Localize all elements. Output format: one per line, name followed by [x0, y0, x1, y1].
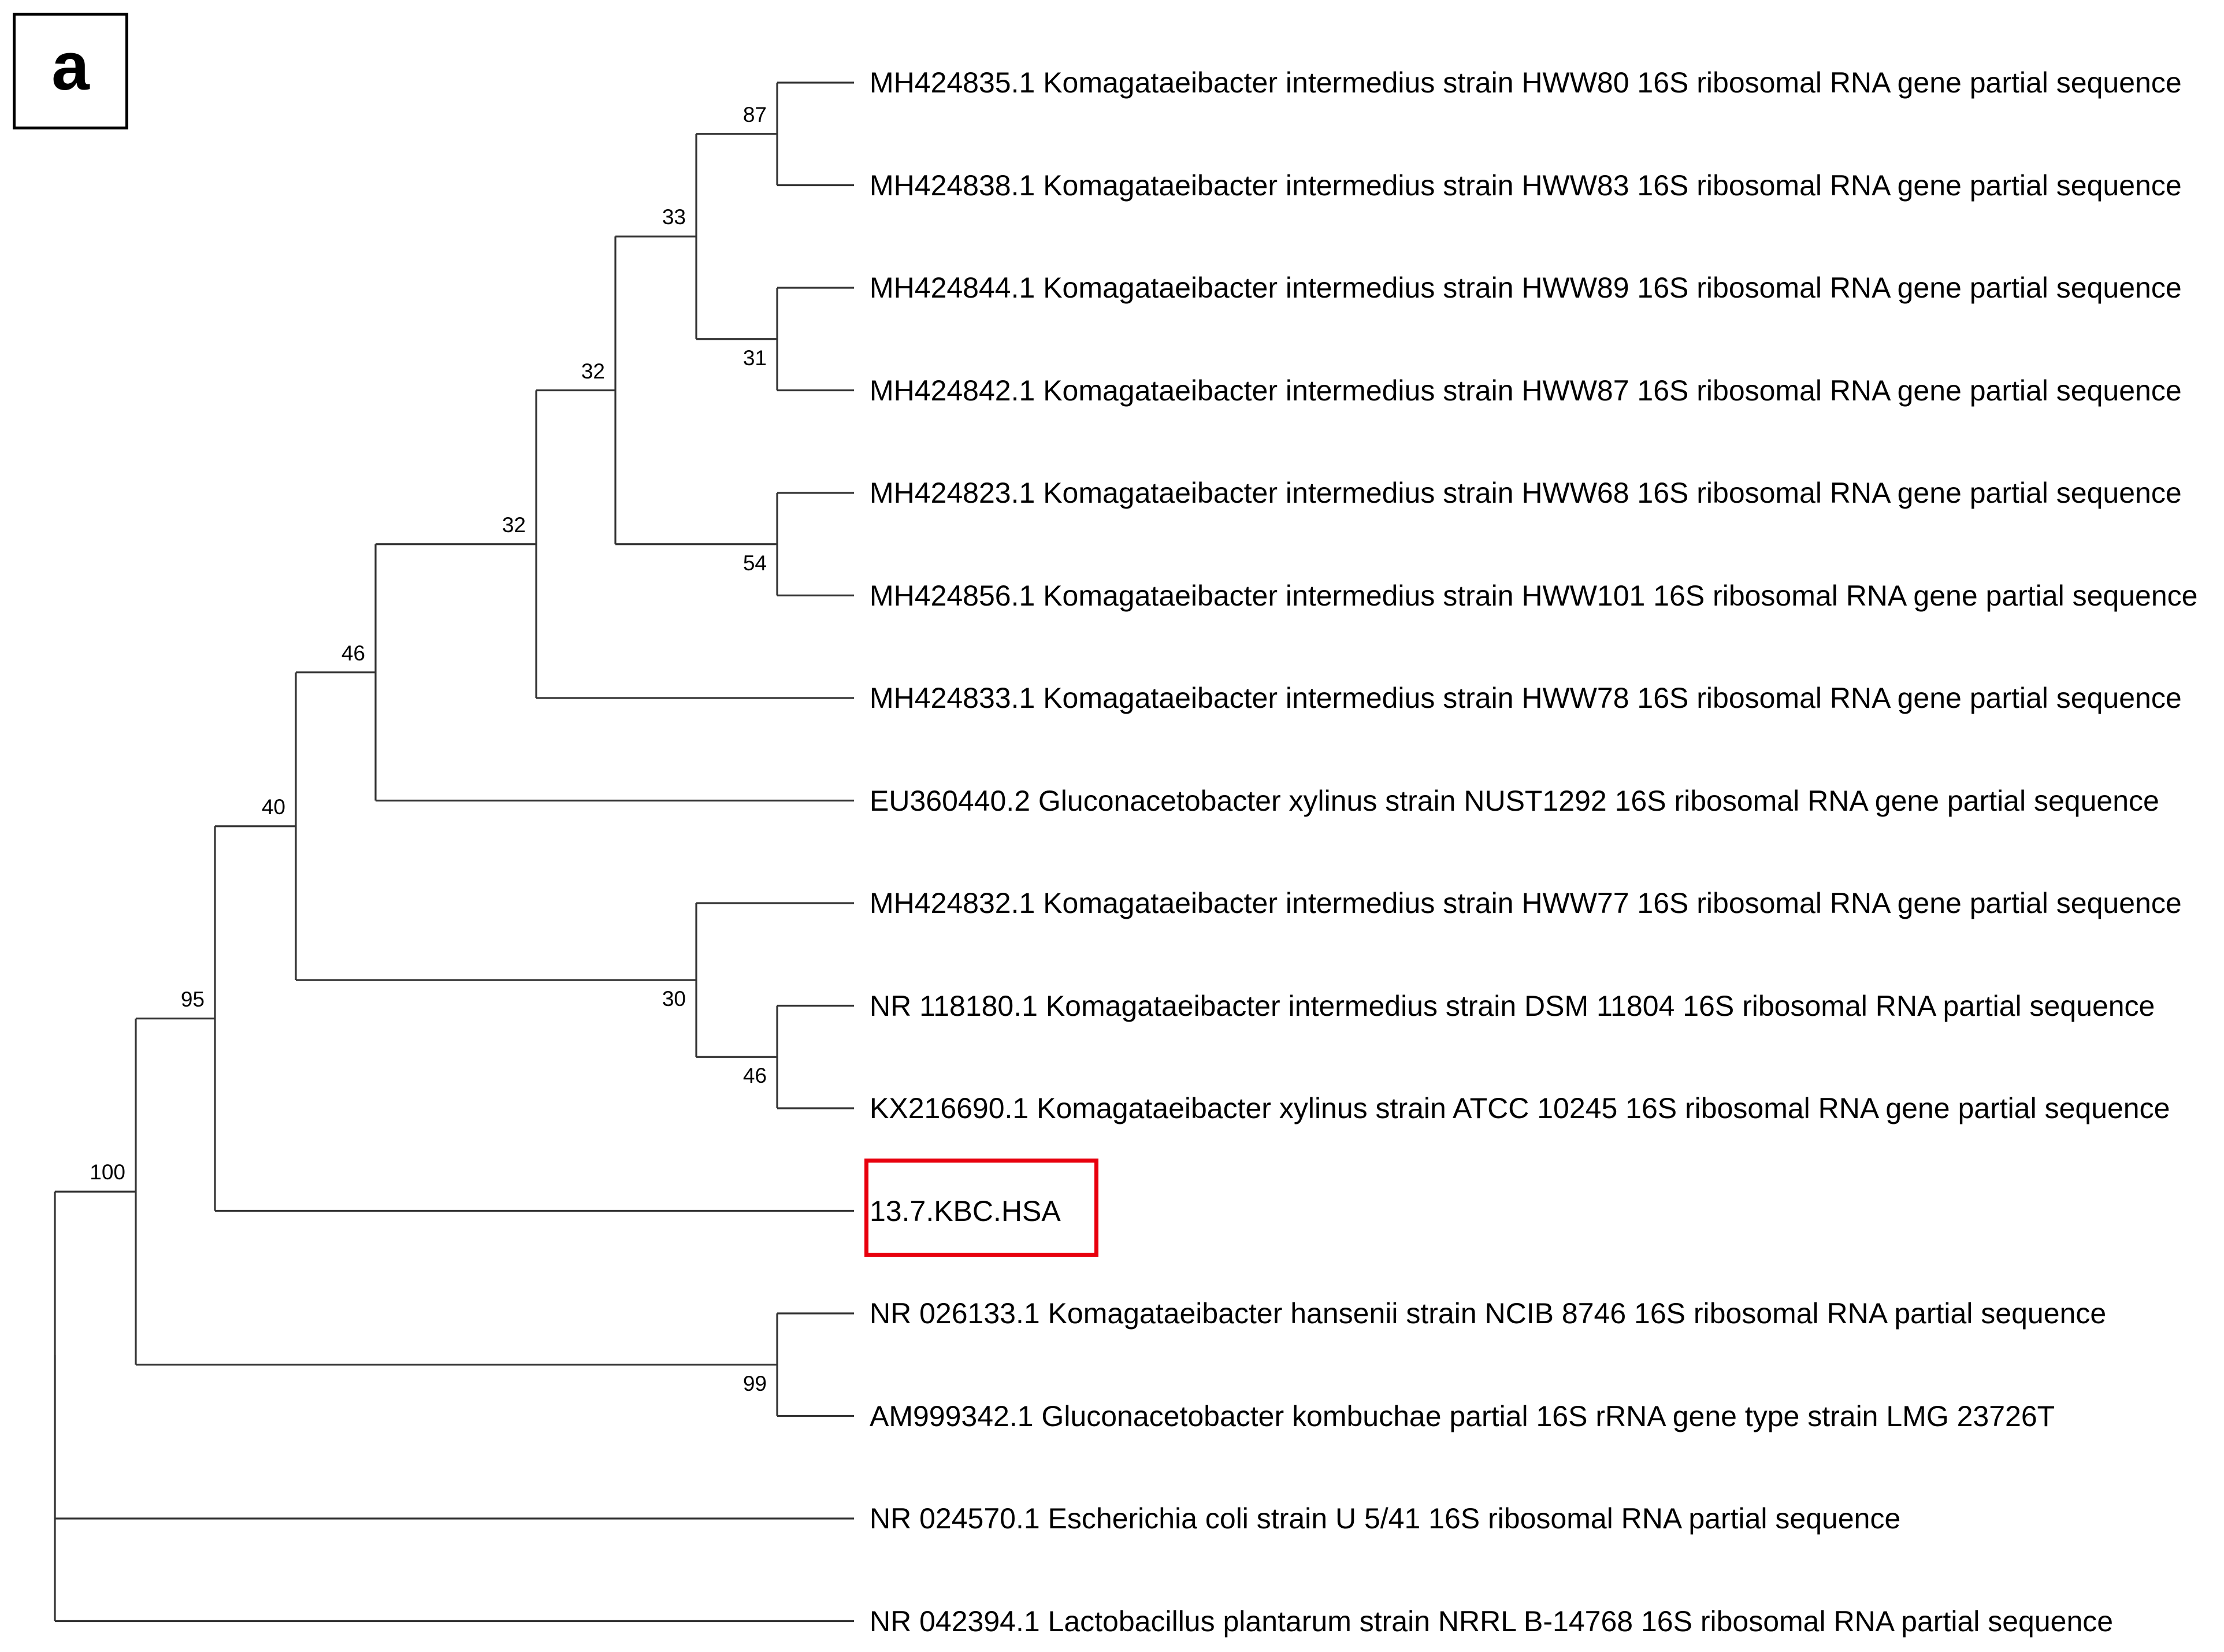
taxon-label: MH424844.1 Komagataeibacter intermedius … [870, 272, 2182, 304]
bootstrap-value: 31 [742, 346, 767, 370]
taxon-label: EU360440.2 Gluconacetobacter xylinus str… [870, 784, 2159, 817]
bootstrap-value: 30 [662, 987, 686, 1011]
bootstrap-value: 99 [742, 1371, 767, 1395]
panel-label: a [51, 28, 90, 105]
taxon-label: MH424833.1 Komagataeibacter intermedius … [870, 682, 2182, 714]
bootstrap-value: 54 [742, 551, 767, 575]
taxon-label: MH424856.1 Komagataeibacter intermedius … [870, 579, 2198, 612]
highlighted-taxon-label: 13.7.KBC.HSA [870, 1194, 1061, 1227]
taxon-label: AM999342.1 Gluconacetobacter kombuchae p… [870, 1399, 2055, 1432]
taxon-label: NR 042394.1 Lactobacillus plantarum stra… [870, 1605, 2114, 1638]
bootstrap-value: 33 [662, 205, 686, 229]
taxon-label: KX216690.1 Komagataeibacter xylinus stra… [870, 1092, 2170, 1124]
taxon-label: NR 118180.1 Komagataeibacter intermedius… [870, 989, 2155, 1022]
bootstrap-value: 40 [261, 795, 285, 819]
bootstrap-value: 32 [502, 513, 526, 537]
taxon-label: NR 026133.1 Komagataeibacter hansenii st… [870, 1297, 2107, 1330]
bootstrap-value: 46 [341, 641, 365, 665]
bootstrap-value: 100 [90, 1160, 125, 1185]
taxon-label: MH424835.1 Komagataeibacter intermedius … [870, 66, 2182, 99]
panel-label-box: a [13, 13, 128, 129]
bootstrap-value: 87 [742, 102, 767, 127]
taxon-label: MH424823.1 Komagataeibacter intermedius … [870, 477, 2182, 509]
highlight-box [864, 1159, 1098, 1257]
bootstrap-value: 32 [581, 359, 605, 383]
taxon-label: NR 024570.1 Escherichia coli strain U 5/… [870, 1502, 1901, 1535]
bootstrap-value: 46 [742, 1064, 767, 1088]
taxon-label: MH424838.1 Komagataeibacter intermedius … [870, 169, 2182, 202]
taxon-label: MH424842.1 Komagataeibacter intermedius … [870, 374, 2182, 407]
bootstrap-value: 95 [180, 987, 205, 1011]
taxon-label: MH424832.1 Komagataeibacter intermedius … [870, 887, 2182, 919]
